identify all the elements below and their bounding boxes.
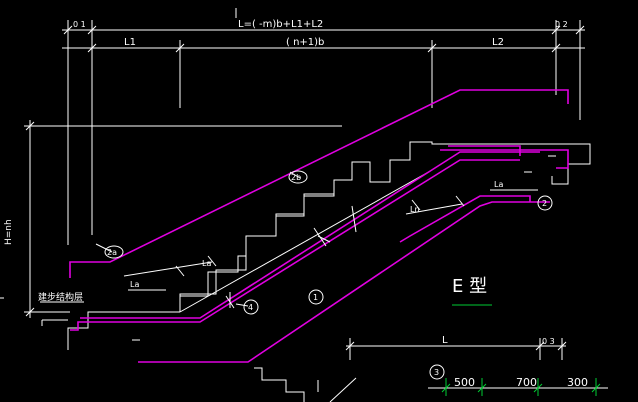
segment-right-label: L2 <box>492 37 504 48</box>
height-label: H=nh <box>4 219 14 245</box>
rebar-lines <box>69 89 569 363</box>
bottom-values-ticks <box>441 378 601 396</box>
marker-3: 3 <box>429 364 445 380</box>
bottom-value-1: 500 <box>454 376 475 389</box>
bottom-span-label: L <box>442 335 448 346</box>
anchor-right-lower-label: Ln <box>410 205 420 214</box>
callout-2b: 2b <box>288 170 308 184</box>
segment-middle-label: ( n+1)b <box>286 37 324 48</box>
marker-3-label: 3 <box>434 368 439 377</box>
anchor-dimensions <box>123 189 538 309</box>
marker-4: 4 <box>243 299 259 315</box>
bottom-offset-label: 0 3 <box>542 337 555 346</box>
marker-2-label: 2 <box>542 199 547 208</box>
marker-4-label: 4 <box>248 303 253 312</box>
arrow-marks <box>0 155 556 341</box>
bottom-dimension-chain <box>345 338 567 360</box>
lower-section-outline <box>254 367 357 402</box>
bottom-value-3: 300 <box>567 376 588 389</box>
segment-left-label: L1 <box>124 37 136 48</box>
landing-label: 建步结构层 <box>38 291 83 303</box>
anchor-left-upper-label: La <box>202 259 211 268</box>
top-right-offset-label: 0 2 <box>555 20 568 29</box>
callout-2b-label: 2b <box>291 173 301 182</box>
callout-2a: 2a <box>104 245 124 259</box>
callout-leaders <box>40 171 301 307</box>
bottom-value-2: 700 <box>516 376 537 389</box>
top-formula-label: L=( -m)b+L1+L2 <box>238 19 323 30</box>
height-dimension <box>24 120 342 318</box>
callout-2a-label: 2a <box>107 248 117 257</box>
marker-2: 2 <box>537 195 553 211</box>
stair-steps <box>179 161 371 312</box>
anchor-left-lower-label: La <box>130 280 139 289</box>
marker-1-label: 1 <box>313 293 318 302</box>
top-left-offset-label: 0 1 <box>73 20 86 29</box>
type-title: E 型 <box>452 276 487 297</box>
top-dimension-chain <box>62 8 585 245</box>
anchor-right-upper-label: La <box>494 180 503 189</box>
marker-1: 1 <box>308 289 324 305</box>
